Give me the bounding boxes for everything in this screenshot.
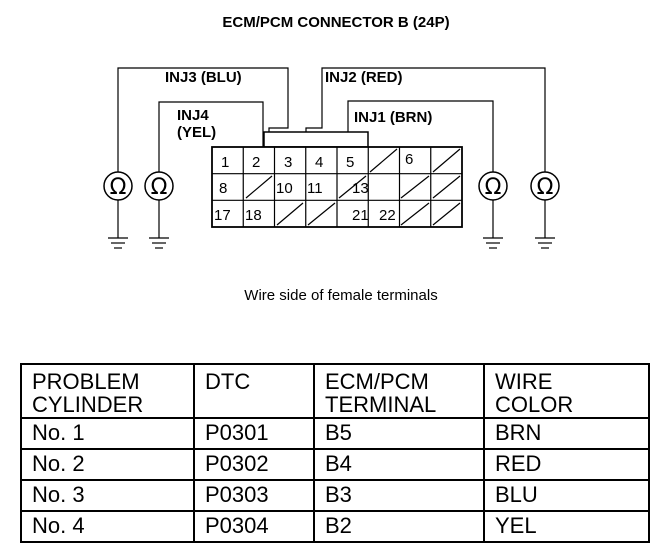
- pin-3: 3: [284, 154, 292, 171]
- cell-wire-color: BRN: [483, 417, 650, 451]
- pin-22: 22: [379, 207, 396, 224]
- pin-2: 2: [252, 154, 260, 171]
- pin-18: 18: [245, 207, 262, 224]
- inj4-label-line2: (YEL): [177, 124, 216, 141]
- svg-text:Ω: Ω: [151, 175, 168, 200]
- header-problem-cylinder: PROBLEM CYLINDER: [20, 362, 195, 420]
- cell-cylinder: No. 2: [20, 448, 195, 482]
- cell-dtc: P0303: [193, 479, 315, 513]
- unused-cavities: [245, 148, 461, 226]
- table-row: No. 1 P0301 B5 BRN: [20, 417, 650, 451]
- inj4-label-line1: INJ4: [177, 107, 209, 124]
- cell-terminal: B4: [313, 448, 485, 482]
- ohm-meter-inj4: Ω: [144, 171, 174, 201]
- svg-text:Ω: Ω: [110, 175, 127, 200]
- inj1-label: INJ1 (BRN): [354, 109, 432, 126]
- pin-1: 1: [221, 154, 229, 171]
- ohm-meter-inj2: Ω: [530, 171, 560, 201]
- table-row: No. 4 P0304 B2 YEL: [20, 510, 650, 544]
- cell-dtc: P0302: [193, 448, 315, 482]
- wire-inj4: [158, 101, 264, 172]
- inj3-label: INJ3 (BLU): [165, 69, 242, 86]
- table-row: No. 3 P0303 B3 BLU: [20, 479, 650, 513]
- header-dtc: DTC: [193, 362, 315, 420]
- header-wire-color: WIRE COLOR: [483, 362, 650, 420]
- wire-inj1: [347, 100, 494, 172]
- connector-title: ECM/PCM CONNECTOR B (24P): [222, 14, 449, 31]
- cell-cylinder: No. 4: [20, 510, 195, 544]
- cell-dtc: P0304: [193, 510, 315, 544]
- svg-text:Ω: Ω: [537, 175, 554, 200]
- pin-8: 8: [219, 180, 227, 197]
- diagram-caption: Wire side of female terminals: [244, 287, 437, 304]
- ohm-meter-inj3: Ω: [103, 171, 133, 201]
- inj2-label: INJ2 (RED): [325, 69, 403, 86]
- ohm-meter-inj1: Ω: [478, 171, 508, 201]
- dtc-table: PROBLEM CYLINDER DTC ECM/PCM TERMINAL WI…: [20, 362, 650, 544]
- cell-cylinder: No. 1: [20, 417, 195, 451]
- table-header-row: PROBLEM CYLINDER DTC ECM/PCM TERMINAL WI…: [20, 362, 650, 420]
- connector-diagram: ECM/PCM CONNECTOR B (24P) INJ3 (BLU) INJ…: [103, 14, 560, 304]
- pin-6: 6: [405, 151, 413, 168]
- wire-inj2: [305, 67, 546, 172]
- cell-wire-color: BLU: [483, 479, 650, 513]
- ground-symbols: [108, 200, 555, 249]
- pin-17: 17: [214, 207, 231, 224]
- pin-10: 10: [276, 180, 293, 197]
- cell-wire-color: RED: [483, 448, 650, 482]
- cell-dtc: P0301: [193, 417, 315, 451]
- pin-13: 13: [352, 180, 369, 197]
- cell-wire-color: YEL: [483, 510, 650, 544]
- pin-11: 11: [307, 180, 323, 197]
- pin-5: 5: [346, 154, 354, 171]
- connector-body: 1 2 3 4 5 6 8 10 11 13 17 18 21 22: [211, 131, 463, 228]
- pin-21: 21: [352, 207, 369, 224]
- cell-terminal: B3: [313, 479, 485, 513]
- svg-text:Ω: Ω: [485, 175, 502, 200]
- table-row: No. 2 P0302 B4 RED: [20, 448, 650, 482]
- pin-4: 4: [315, 154, 323, 171]
- header-ecm-pcm-terminal: ECM/PCM TERMINAL: [313, 362, 485, 420]
- cell-cylinder: No. 3: [20, 479, 195, 513]
- cell-terminal: B2: [313, 510, 485, 544]
- wire-inj3: [117, 67, 289, 172]
- cell-terminal: B5: [313, 417, 485, 451]
